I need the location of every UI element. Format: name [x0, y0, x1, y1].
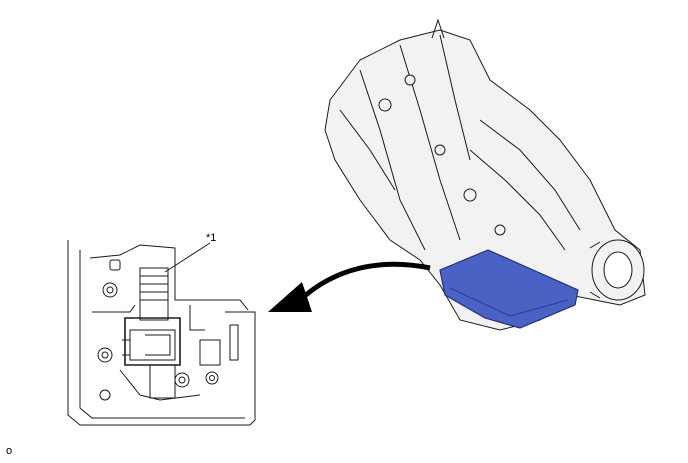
valve-body-detail — [67, 240, 256, 426]
oil-pan-highlight — [439, 249, 579, 329]
callout-label-1: *1 — [206, 232, 217, 244]
corner-mark: o — [6, 445, 13, 457]
pointer-arrow — [268, 261, 431, 312]
transmission-illustration — [324, 18, 646, 331]
